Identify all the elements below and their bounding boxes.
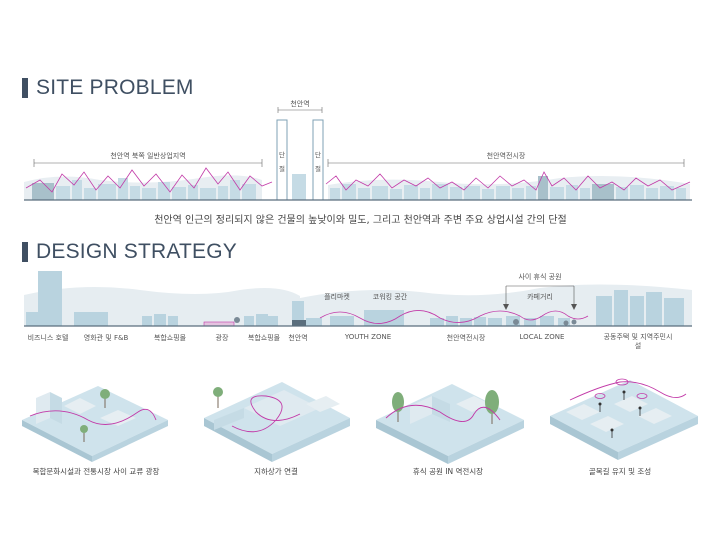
label-plaza: 광장 bbox=[215, 334, 229, 342]
left-dark-building bbox=[32, 183, 54, 200]
left-zone-label: 천안역 북쪽 일반상업지역 bbox=[110, 152, 186, 160]
strategy-buildings bbox=[26, 271, 684, 326]
label-rest-park: 사이 휴식 공원 bbox=[518, 273, 562, 281]
park-arrow-right bbox=[571, 304, 577, 310]
local-tree-1 bbox=[513, 319, 519, 325]
iso-diagram-1 bbox=[22, 386, 168, 462]
site-problem-caption: 천안역 인근의 정리되지 않은 건물의 높낮이와 밀도, 그리고 천안역과 주변… bbox=[154, 215, 567, 226]
right-dark-building bbox=[592, 184, 614, 200]
label-market: 천안역전시장 bbox=[446, 334, 486, 342]
label-youth-zone: YOUTH ZONE bbox=[344, 333, 392, 341]
left-density-line bbox=[25, 167, 273, 193]
label-cafe-street: 카페거리 bbox=[527, 293, 553, 301]
label-flea-market: 플리마켓 bbox=[324, 293, 350, 301]
iso-caption-2: 지하상가 연결 bbox=[254, 467, 298, 476]
iso-caption-4: 골목길 유지 및 조성 bbox=[588, 467, 652, 476]
label-business-hotel: 비즈니스 호텔 bbox=[27, 334, 69, 342]
disconnect-right-label: 단 절 bbox=[315, 151, 321, 173]
label-mall-2: 복합쇼핑몰 bbox=[247, 334, 281, 342]
label-station: 천안역 bbox=[288, 334, 308, 342]
iso-diagram-3 bbox=[376, 384, 524, 464]
label-housing: 공동주택 및 지역주민시설 bbox=[603, 333, 673, 350]
station-building bbox=[292, 174, 306, 200]
right-zone-label: 천안역전시장 bbox=[486, 152, 526, 160]
design-strategy-heading: DESIGN STRATEGY bbox=[22, 240, 237, 264]
iso-caption-3: 휴식 공원 IN 역전시장 bbox=[412, 467, 484, 476]
heading-bar bbox=[22, 78, 28, 98]
strategy-flow-line bbox=[319, 310, 589, 324]
label-local-zone: LOCAL ZONE bbox=[519, 333, 565, 341]
heading-bar bbox=[22, 242, 28, 262]
station-label: 천안역 bbox=[290, 100, 310, 108]
local-tree-2 bbox=[563, 320, 569, 326]
site-problem-heading: SITE PROBLEM bbox=[22, 76, 194, 100]
design-strategy-title: DESIGN STRATEGY bbox=[36, 240, 237, 263]
park-arrow-left bbox=[503, 304, 509, 310]
right-density-line bbox=[325, 171, 691, 191]
site-problem-title: SITE PROBLEM bbox=[36, 76, 194, 99]
iso-diagram-4 bbox=[550, 378, 698, 460]
label-coworking: 코워킹 공간 bbox=[372, 293, 408, 301]
local-tree-3 bbox=[571, 319, 577, 325]
disconnect-left-label: 단 절 bbox=[279, 151, 285, 173]
plaza-tree bbox=[234, 317, 240, 323]
label-mall-1: 복합쇼핑몰 bbox=[153, 334, 187, 342]
left-buildings bbox=[32, 178, 256, 200]
iso-diagram-2 bbox=[204, 382, 350, 462]
iso-caption-1: 복합문화시설과 전통시장 사이 교류 광장 bbox=[32, 467, 160, 476]
station-marker bbox=[292, 320, 306, 326]
label-cinema: 영화관 및 F&B bbox=[83, 334, 129, 342]
right-dark-tower bbox=[538, 176, 548, 200]
